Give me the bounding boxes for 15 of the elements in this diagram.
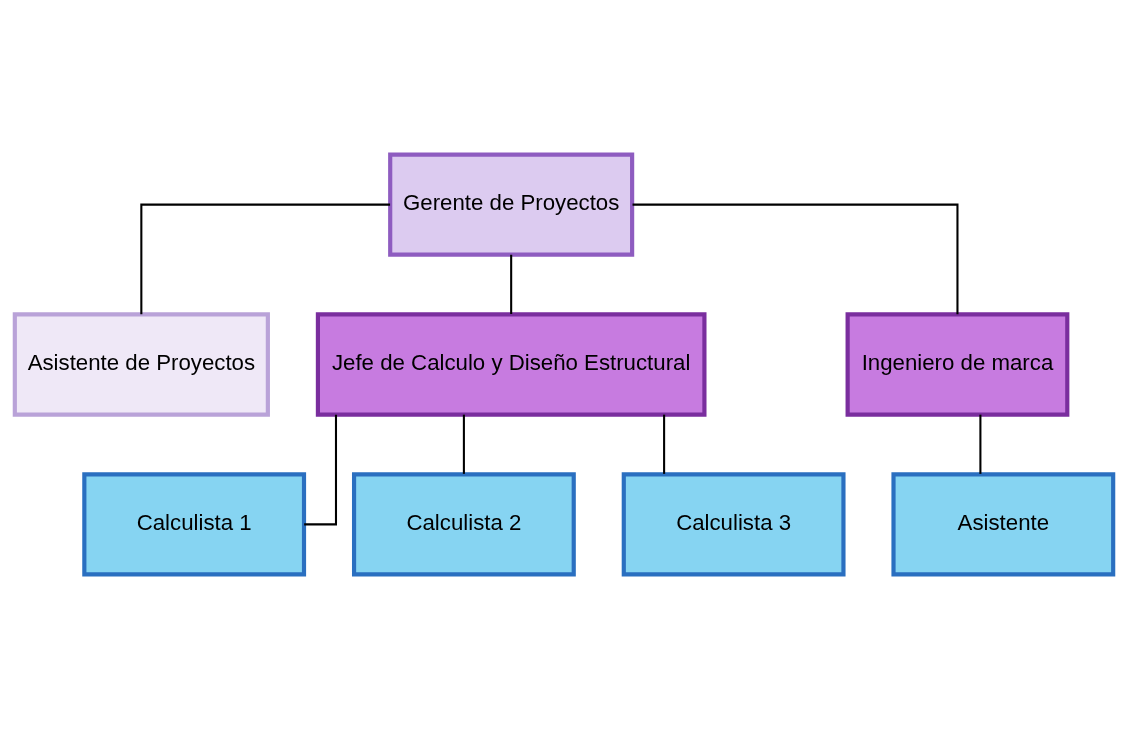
connector	[979, 414, 982, 474]
node-box: Calculista 3	[621, 472, 846, 577]
node-box: Calculista 1	[82, 472, 307, 577]
node-box: Jefe de Calculo y Diseño Estructural	[315, 312, 707, 417]
node-box: Asistente	[891, 472, 1116, 577]
connector	[140, 203, 391, 315]
connector	[663, 414, 666, 474]
connector	[462, 414, 465, 474]
node-box: Ingeniero de marca	[845, 312, 1070, 417]
node-box: Gerente de Proyectos	[388, 152, 635, 257]
node-box: Asistente de Proyectos	[12, 312, 270, 417]
connector	[304, 414, 338, 526]
connector	[510, 254, 513, 314]
node-box: Calculista 2	[351, 472, 576, 577]
connector	[632, 203, 959, 315]
